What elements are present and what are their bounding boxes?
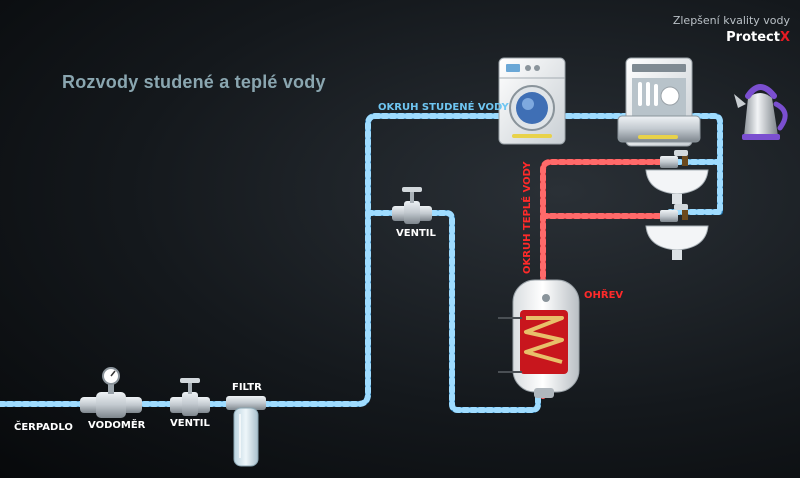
cold-water-pipes bbox=[0, 113, 723, 413]
page-title: Rozvody studené a teplé vody bbox=[62, 72, 326, 92]
pump-label: ČERPADLO bbox=[14, 422, 73, 433]
brand-name: Protect bbox=[726, 30, 780, 45]
valve-icon bbox=[170, 378, 210, 416]
washing-machine-icon bbox=[498, 57, 566, 145]
water-meter-label: VODOMĚR bbox=[88, 420, 146, 431]
heating-label: OHŘEV bbox=[584, 290, 624, 301]
sink-icon bbox=[645, 204, 709, 260]
sink-icon bbox=[645, 150, 709, 204]
water-heater-icon bbox=[498, 279, 580, 398]
brand-x-mark: X bbox=[779, 30, 790, 45]
hot-water-pipes bbox=[540, 159, 665, 399]
main-valve-label: VENTIL bbox=[170, 418, 210, 429]
brand-logo: ProtectX bbox=[726, 30, 790, 45]
filter-icon bbox=[226, 396, 266, 467]
kettle-icon bbox=[734, 84, 788, 140]
filter-label: FILTR bbox=[232, 382, 262, 393]
hot-circuit-label: OKRUH TEPLÉ VODY bbox=[522, 161, 533, 274]
branch-valve-label: VENTIL bbox=[396, 228, 436, 239]
cold-circuit-label: OKRUH STUDENÉ VODY bbox=[378, 102, 509, 113]
water-meter-icon bbox=[80, 367, 142, 418]
valve-icon bbox=[392, 187, 432, 224]
dishwasher-icon bbox=[617, 57, 701, 147]
brand-tagline: Zlepšení kvality vody bbox=[672, 14, 790, 27]
